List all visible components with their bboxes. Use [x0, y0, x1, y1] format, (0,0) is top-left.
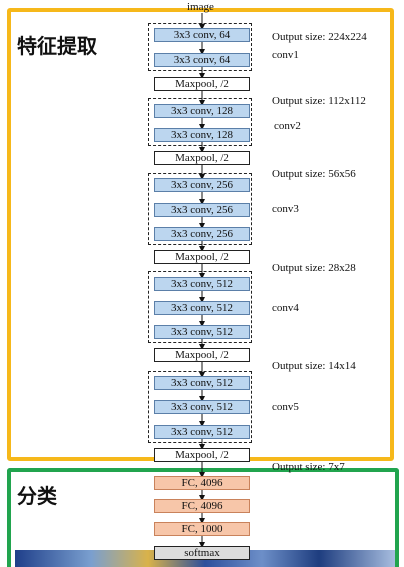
fc-layer-2: FC, 4096 [154, 499, 250, 513]
conv3-layer-3: 3x3 conv, 256 [154, 227, 250, 241]
fc-layer-3: FC, 1000 [154, 522, 250, 536]
maxpool-5: Maxpool, /2 [154, 448, 250, 462]
conv3-layer-2: 3x3 conv, 256 [154, 203, 250, 217]
conv1-group-border [148, 23, 252, 71]
conv4-label: conv4 [272, 302, 299, 314]
conv4-layer-2: 3x3 conv, 512 [154, 301, 250, 315]
conv2-label: conv2 [274, 120, 301, 132]
maxpool-2: Maxpool, /2 [154, 151, 250, 165]
conv1-layer-2: 3x3 conv, 64 [154, 53, 250, 67]
conv4-output-size: Output size: 28x28 [272, 262, 356, 274]
fc-layer-1: FC, 4096 [154, 476, 250, 490]
classification-label: 分类 [17, 484, 57, 508]
maxpool-3: Maxpool, /2 [154, 250, 250, 264]
conv5-layer-2: 3x3 conv, 512 [154, 400, 250, 414]
conv3-layer-1: 3x3 conv, 256 [154, 178, 250, 192]
conv3-group-border [148, 173, 252, 245]
conv4-layer-1: 3x3 conv, 512 [154, 277, 250, 291]
conv3-output-size: Output size: 56x56 [272, 168, 356, 180]
conv4-group-border [148, 271, 252, 343]
classification-frame [7, 468, 399, 567]
conv2-group-border [148, 98, 252, 146]
final-output-size: Output size: 7x7 [272, 461, 345, 473]
conv5-layer-1: 3x3 conv, 512 [154, 376, 250, 390]
conv2-output-size: Output size: 112x112 [272, 95, 366, 107]
conv1-layer-1: 3x3 conv, 64 [154, 28, 250, 42]
conv1-output-size: Output size: 224x224 [272, 31, 367, 43]
conv5-layer-3: 3x3 conv, 512 [154, 425, 250, 439]
softmax-layer: softmax [154, 546, 250, 560]
input-image-label: image [187, 1, 214, 13]
conv1-label: conv1 [272, 49, 299, 61]
conv3-label: conv3 [272, 203, 299, 215]
conv5-group-border [148, 371, 252, 443]
conv4-layer-3: 3x3 conv, 512 [154, 325, 250, 339]
conv2-layer-1: 3x3 conv, 128 [154, 104, 250, 118]
feature-extraction-label: 特征提取 [17, 34, 97, 58]
conv2-layer-2: 3x3 conv, 128 [154, 128, 250, 142]
maxpool-1: Maxpool, /2 [154, 77, 250, 91]
maxpool-4: Maxpool, /2 [154, 348, 250, 362]
conv5-label: conv5 [272, 401, 299, 413]
conv5-output-size: Output size: 14x14 [272, 360, 356, 372]
